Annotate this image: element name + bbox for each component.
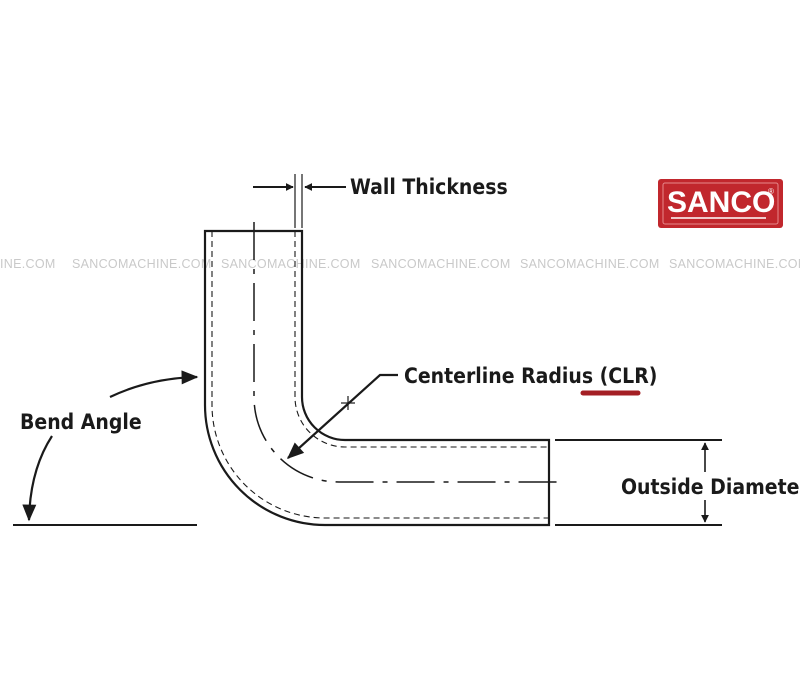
bend-angle-label: Bend Angle <box>20 410 142 434</box>
logo-background <box>658 179 783 228</box>
pipe-inner-wall-outer-side <box>211 231 549 519</box>
centerline-radius-abbr: CLR <box>608 364 649 388</box>
wall-thickness-label: Wall Thickness <box>350 175 508 199</box>
bend-angle-dimension: Bend Angle <box>13 370 199 526</box>
logo-registered-mark: ® <box>768 187 774 196</box>
centerline-radius-suffix: ) <box>649 364 658 388</box>
centerline-radius-label: Centerline Radius (CLR) <box>404 364 657 388</box>
watermark-text: SANCOMACHINE.COM <box>371 257 511 271</box>
radius-leader-arrow <box>286 373 398 459</box>
watermark-row: INE.COM SANCOMACHINE.COM SANCOMACHINE.CO… <box>0 257 800 271</box>
centerline-radius-prefix: Centerline Radius ( <box>404 364 608 388</box>
pipe-outer-wall <box>203 229 551 527</box>
pipe-inner-wall-inner-side <box>294 231 549 448</box>
outside-diameter-dimension: Outside Diameter <box>555 439 800 526</box>
outside-diameter-label: Outside Diameter <box>621 475 800 499</box>
logo-inner-border <box>662 182 779 225</box>
watermark-text: SANCOMACHINE.COM <box>669 257 800 271</box>
pipe-centerline <box>253 222 558 483</box>
bend-angle-arc-upper <box>109 370 199 398</box>
sanco-logo: SANCO ® <box>658 179 783 228</box>
watermark-text: SANCOMACHINE.COM <box>72 257 212 271</box>
watermark-text: SANCOMACHINE.COM <box>520 257 660 271</box>
wall-thickness-dimension: Wall Thickness <box>253 174 508 228</box>
logo-text: SANCO <box>667 186 775 219</box>
centerline-radius-dimension: Centerline Radius (CLR) <box>286 364 657 459</box>
watermark-text: SANCOMACHINE.COM <box>221 257 361 271</box>
bend-angle-arc-lower <box>22 435 53 522</box>
watermark-text-partial: INE.COM <box>0 257 56 271</box>
